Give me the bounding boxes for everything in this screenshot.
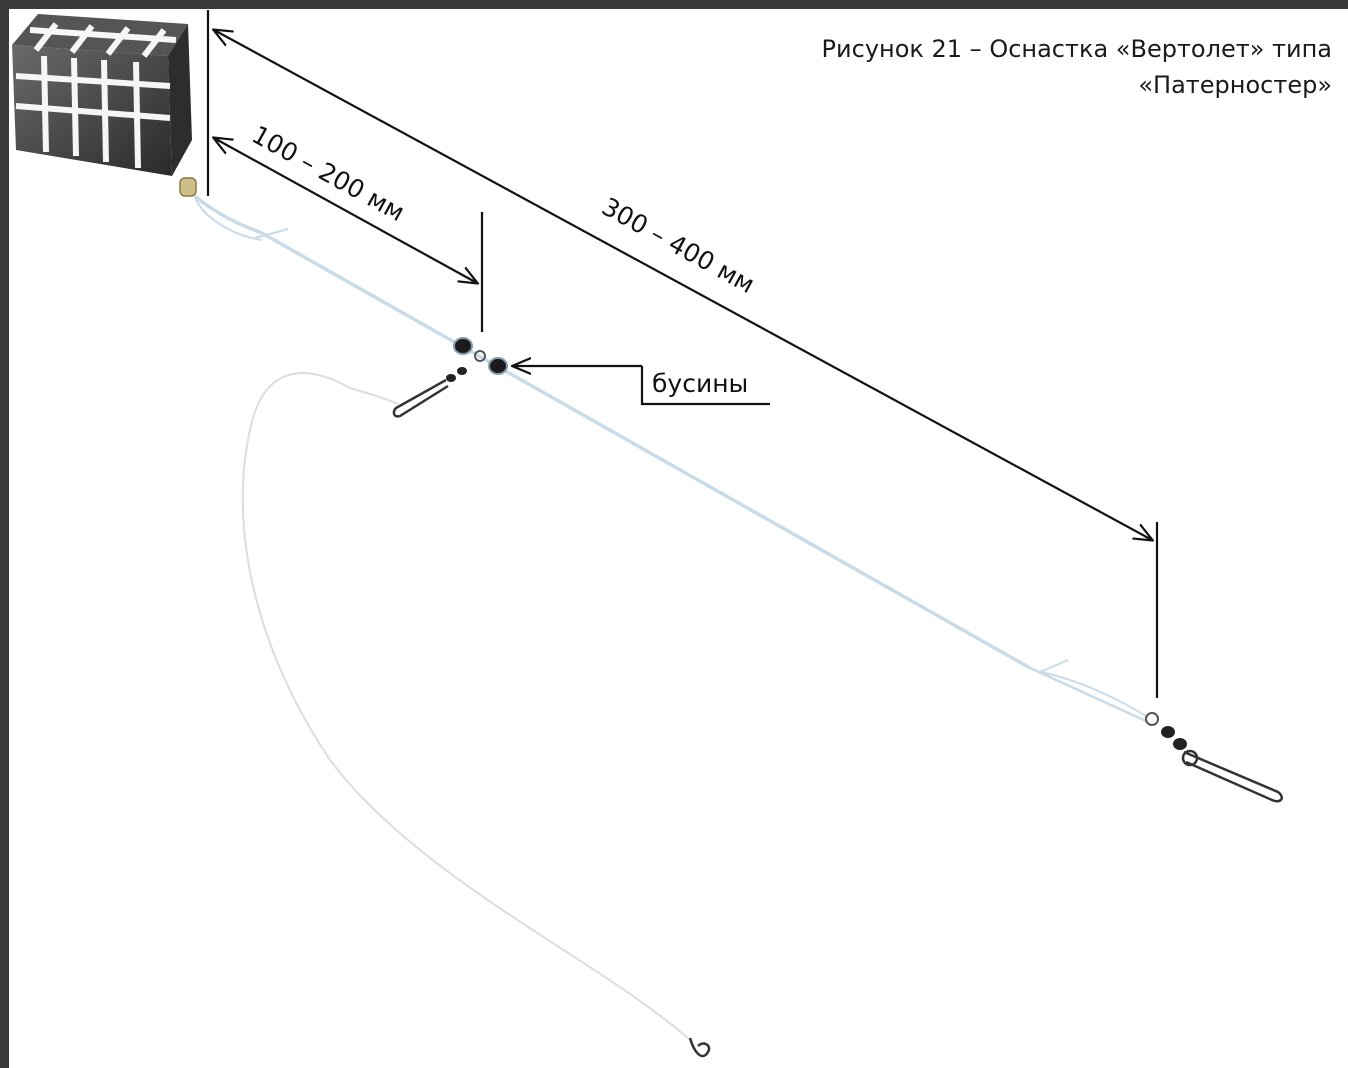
beads-callout: бусины (513, 366, 770, 406)
beads-label: бусины (652, 369, 748, 398)
window-top-border (0, 0, 1348, 9)
feeder-cage-icon (12, 14, 197, 197)
short-dimension-label: 100 – 200 мм (247, 120, 409, 227)
end-snap-clip-icon (1181, 749, 1283, 803)
caption-line-2: «Патерностер» (1138, 71, 1332, 99)
figure-caption: Рисунок 21 – Оснастка «Вертолет» типа «П… (732, 31, 1332, 103)
end-swivel-icon (1145, 712, 1187, 750)
dimension-ticks (206, 10, 1159, 698)
rig-diagram: 100 – 200 мм 300 – 400 мм бусины (12, 10, 1283, 1058)
hook-leader (241, 372, 691, 1041)
figure-canvas: 100 – 200 мм 300 – 400 мм бусины Рисунок… (9, 9, 1348, 1068)
caption-line-1: Рисунок 21 – Оснастка «Вертолет» типа (821, 35, 1332, 63)
dimension-arrows (214, 30, 1152, 540)
hook-icon (688, 1037, 711, 1058)
window-left-border (0, 0, 9, 1068)
snap-clip-icon (392, 378, 449, 418)
